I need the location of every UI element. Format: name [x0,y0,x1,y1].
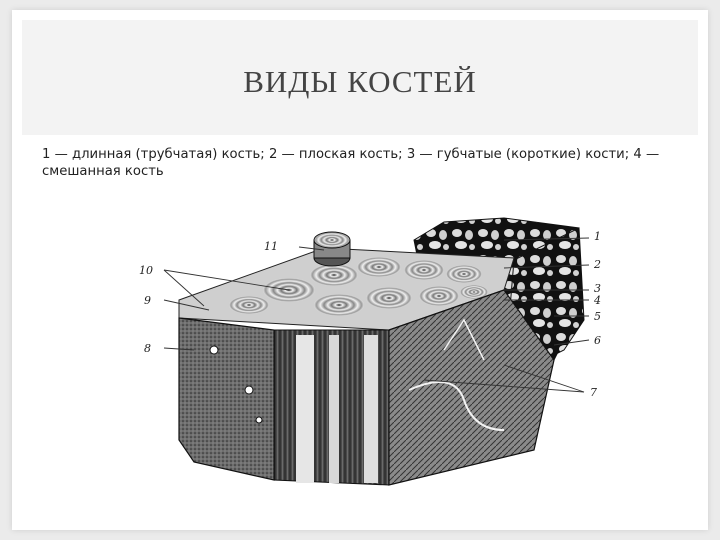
label-10: 10 [139,264,153,277]
label-1: 1 [594,230,601,243]
bone-block-drawing: 11 10 9 8 1 2 3 4 5 6 7 [139,217,601,486]
label-6: 6 [594,334,601,347]
osteon-rings [229,257,488,316]
label-4: 4 [593,294,601,307]
label-2: 2 [593,258,601,271]
label-5: 5 [594,310,601,323]
bone-structure-illustration: 11 10 9 8 1 2 3 4 5 6 7 [34,200,697,486]
label-11: 11 [264,240,278,253]
label-7: 7 [590,386,597,399]
slide: ВИДЫ КОСТЕЙ 1 — длинная (трубчатая) кост… [12,10,708,530]
label-3: 3 [594,282,601,295]
slide-title: ВИДЫ КОСТЕЙ [243,64,477,99]
label-9: 9 [144,294,151,307]
label-8: 8 [144,342,151,355]
title-band: ВИДЫ КОСТЕЙ [22,20,698,135]
slide-caption: 1 — длинная (трубчатая) кость; 2 — плоск… [42,147,660,179]
leader-lines [163,237,590,393]
